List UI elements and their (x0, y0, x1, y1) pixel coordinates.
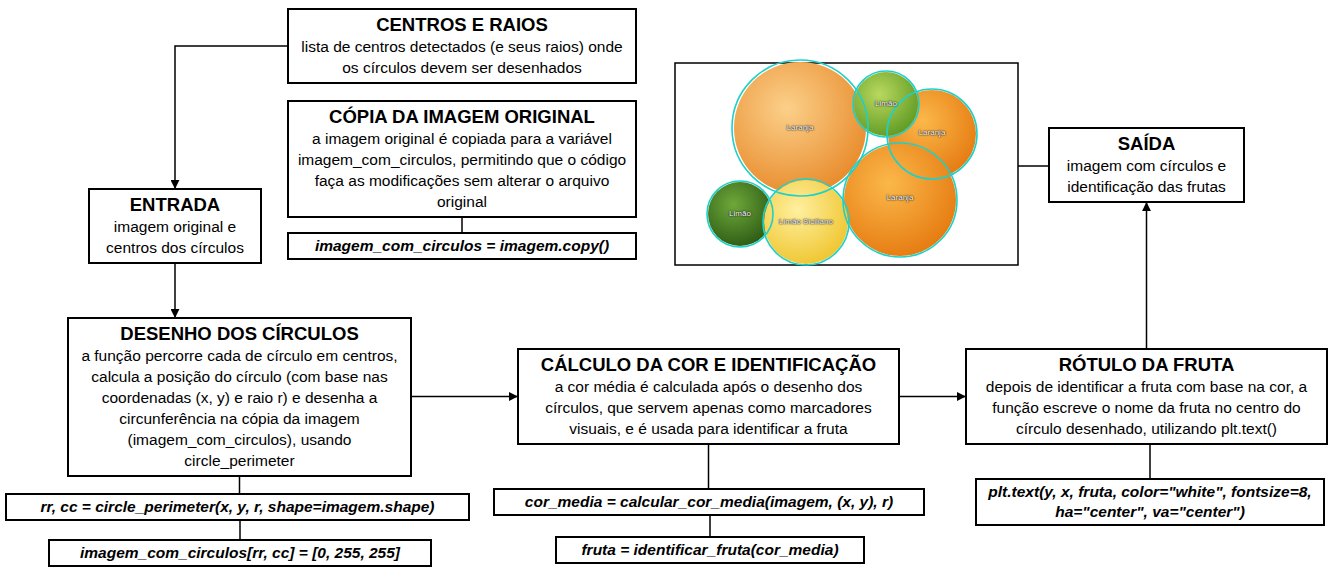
code-line: plt.text(y, x, fruta, color="white", fon… (983, 482, 1317, 522)
flow-arrow (900, 396, 965, 398)
flow-arrow (174, 264, 176, 317)
link-line (1149, 445, 1151, 478)
process-box: CÓPIA DA IMAGEM ORIGINALa imagem origina… (287, 100, 637, 218)
box-body: imagem original e centros dos círculos (95, 216, 255, 258)
box-heading: DESENHO DOS CÍRCULOS (74, 322, 405, 345)
box-body: a imagem original é copiada para a variá… (294, 128, 630, 212)
fruit-label: Limão (875, 99, 897, 109)
fruit-label: Laranja (887, 193, 914, 203)
code-line: imagem_com_circulos = imagem.copy() (295, 236, 629, 256)
process-box: CÁLCULO DA COR E IDENTIFICAÇÃOa cor médi… (517, 348, 900, 445)
box-heading: RÓTULO DA FRUTA (972, 353, 1321, 376)
process-box: SAÍDAimagem com círculos e identificação… (1048, 127, 1245, 203)
fruit-label: Laranja (787, 123, 814, 133)
code-box: imagem_com_circulos = imagem.copy() (287, 232, 637, 260)
link-line (239, 477, 241, 493)
fruit-label: Limão Siciliano (779, 217, 833, 227)
box-heading: CÁLCULO DA COR E IDENTIFICAÇÃO (524, 353, 893, 376)
box-heading: ENTRADA (95, 193, 255, 216)
box-heading: SAÍDA (1055, 132, 1238, 155)
link-line (239, 521, 241, 539)
box-body: depois de identificar a fruta com base n… (972, 376, 1321, 439)
code-box: cor_media = calcular_cor_media(imagem, (… (493, 488, 925, 516)
process-box: DESENHO DOS CÍRCULOSa função percorre ca… (67, 317, 412, 477)
fruits (708, 62, 976, 264)
fruit-label: Laranja (919, 128, 946, 138)
flow-arrow (175, 46, 287, 188)
process-box: RÓTULO DA FRUTAdepois de identificar a f… (965, 348, 1328, 445)
box-body: imagem com círculos e identificação das … (1055, 155, 1238, 197)
output-link (1018, 165, 1048, 167)
process-box: ENTRADAimagem original e centros dos cír… (88, 188, 262, 264)
code-box: fruta = identificar_fruta(cor_media) (555, 536, 865, 564)
link-line (461, 218, 463, 232)
fruit-label: Limão (729, 209, 751, 219)
link-line (709, 516, 711, 536)
code-line: cor_media = calcular_cor_media(imagem, (… (501, 492, 917, 512)
code-box: imagem_com_circulos[rr, cc] = [0, 255, 2… (48, 539, 432, 567)
box-body: lista de centros detectados (e seus raio… (294, 36, 630, 78)
link-line (708, 445, 710, 488)
box-heading: CÓPIA DA IMAGEM ORIGINAL (294, 105, 630, 128)
flow-arrow (1146, 203, 1148, 348)
box-body: a função percorre cada de círculo em cen… (74, 345, 405, 471)
code-box: rr, cc = circle_perimeter(x, y, r, shape… (5, 493, 470, 521)
code-line: fruta = identificar_fruta(cor_media) (563, 540, 857, 560)
code-line: imagem_com_circulos[rr, cc] = [0, 255, 2… (56, 543, 424, 563)
code-line: rr, cc = circle_perimeter(x, y, r, shape… (13, 497, 462, 517)
box-heading: CENTROS E RAIOS (294, 13, 630, 36)
flow-arrow (412, 396, 517, 398)
detection-circles (707, 60, 977, 265)
process-box: CENTROS E RAIOSlista de centros detectad… (287, 8, 637, 84)
code-box: plt.text(y, x, fruta, color="white", fon… (975, 478, 1325, 526)
box-body: a cor média é calculada após o desenho d… (524, 376, 893, 439)
